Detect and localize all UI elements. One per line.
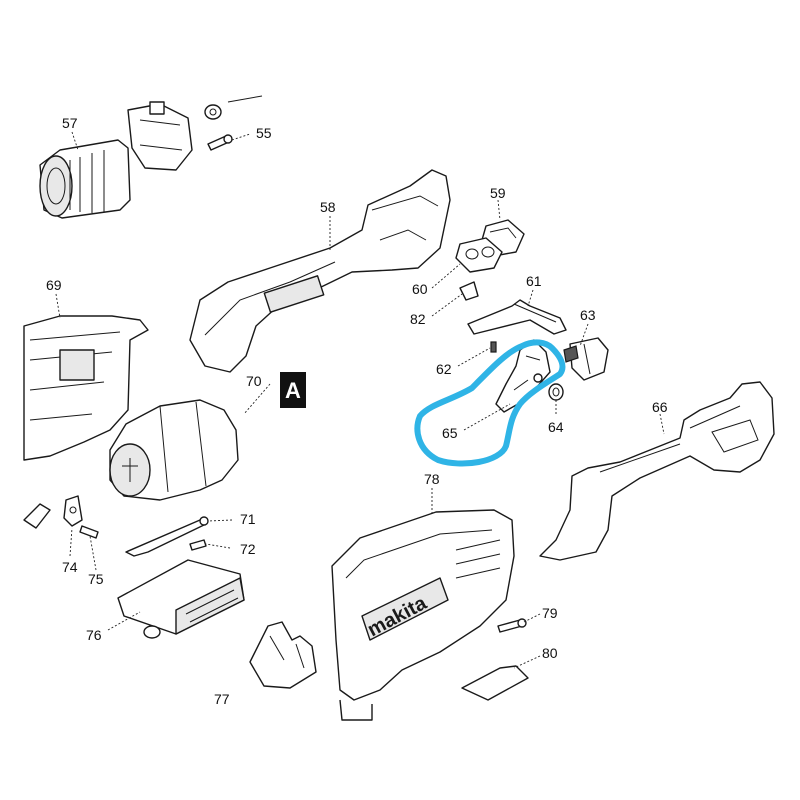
label-72: 72 (240, 541, 256, 557)
part-66-shaft-housing (539, 381, 775, 561)
part-61-lever (467, 299, 567, 335)
part-57-motor (39, 139, 131, 219)
part-63-switch (563, 337, 609, 381)
part-78-battery-housing: makita (331, 509, 515, 721)
label-74: 74 (62, 559, 78, 575)
label-79: 79 (542, 605, 558, 621)
label-66: 66 (652, 399, 668, 415)
section-marker-a: A (280, 372, 306, 408)
part-72-screw (189, 539, 207, 551)
label-62: 62 (436, 361, 452, 377)
part-62-spring (490, 341, 497, 353)
part-76-controller (117, 559, 245, 639)
part-79-screw (497, 618, 527, 633)
part-55-screw (204, 95, 263, 151)
part-82-clip (459, 281, 479, 301)
leader-lines (55, 131, 665, 669)
label-58: 58 (320, 199, 336, 215)
label-55: 55 (256, 125, 272, 141)
part-number-labels: 57 55 58 59 60 82 61 63 62 65 64 66 69 7… (46, 115, 668, 707)
part-74-clamp (23, 495, 83, 529)
part-70-motor-housing (109, 399, 239, 501)
part-64-washer (548, 383, 564, 401)
label-80: 80 (542, 645, 558, 661)
part-69-cover (23, 315, 149, 461)
label-77: 77 (214, 691, 230, 707)
label-78: 78 (424, 471, 440, 487)
part-75-screw (79, 525, 99, 539)
label-57: 57 (62, 115, 78, 131)
part-bracket-top (127, 101, 193, 171)
label-75: 75 (88, 571, 104, 587)
label-59: 59 (490, 185, 506, 201)
label-63: 63 (580, 307, 596, 323)
label-82: 82 (410, 311, 426, 327)
label-61: 61 (526, 273, 542, 289)
label-64: 64 (548, 419, 564, 435)
part-80-label (461, 665, 529, 701)
label-65: 65 (442, 425, 458, 441)
label-69: 69 (46, 277, 62, 293)
label-71: 71 (240, 511, 256, 527)
svg-text:A: A (285, 378, 301, 403)
part-77-guard (249, 621, 317, 689)
label-60: 60 (412, 281, 428, 297)
part-71-plate (125, 516, 209, 557)
part-60-cap (455, 237, 503, 273)
label-76: 76 (86, 627, 102, 643)
highlight-outline (414, 339, 566, 467)
label-70: 70 (246, 373, 262, 389)
part-58-housing (189, 169, 451, 373)
